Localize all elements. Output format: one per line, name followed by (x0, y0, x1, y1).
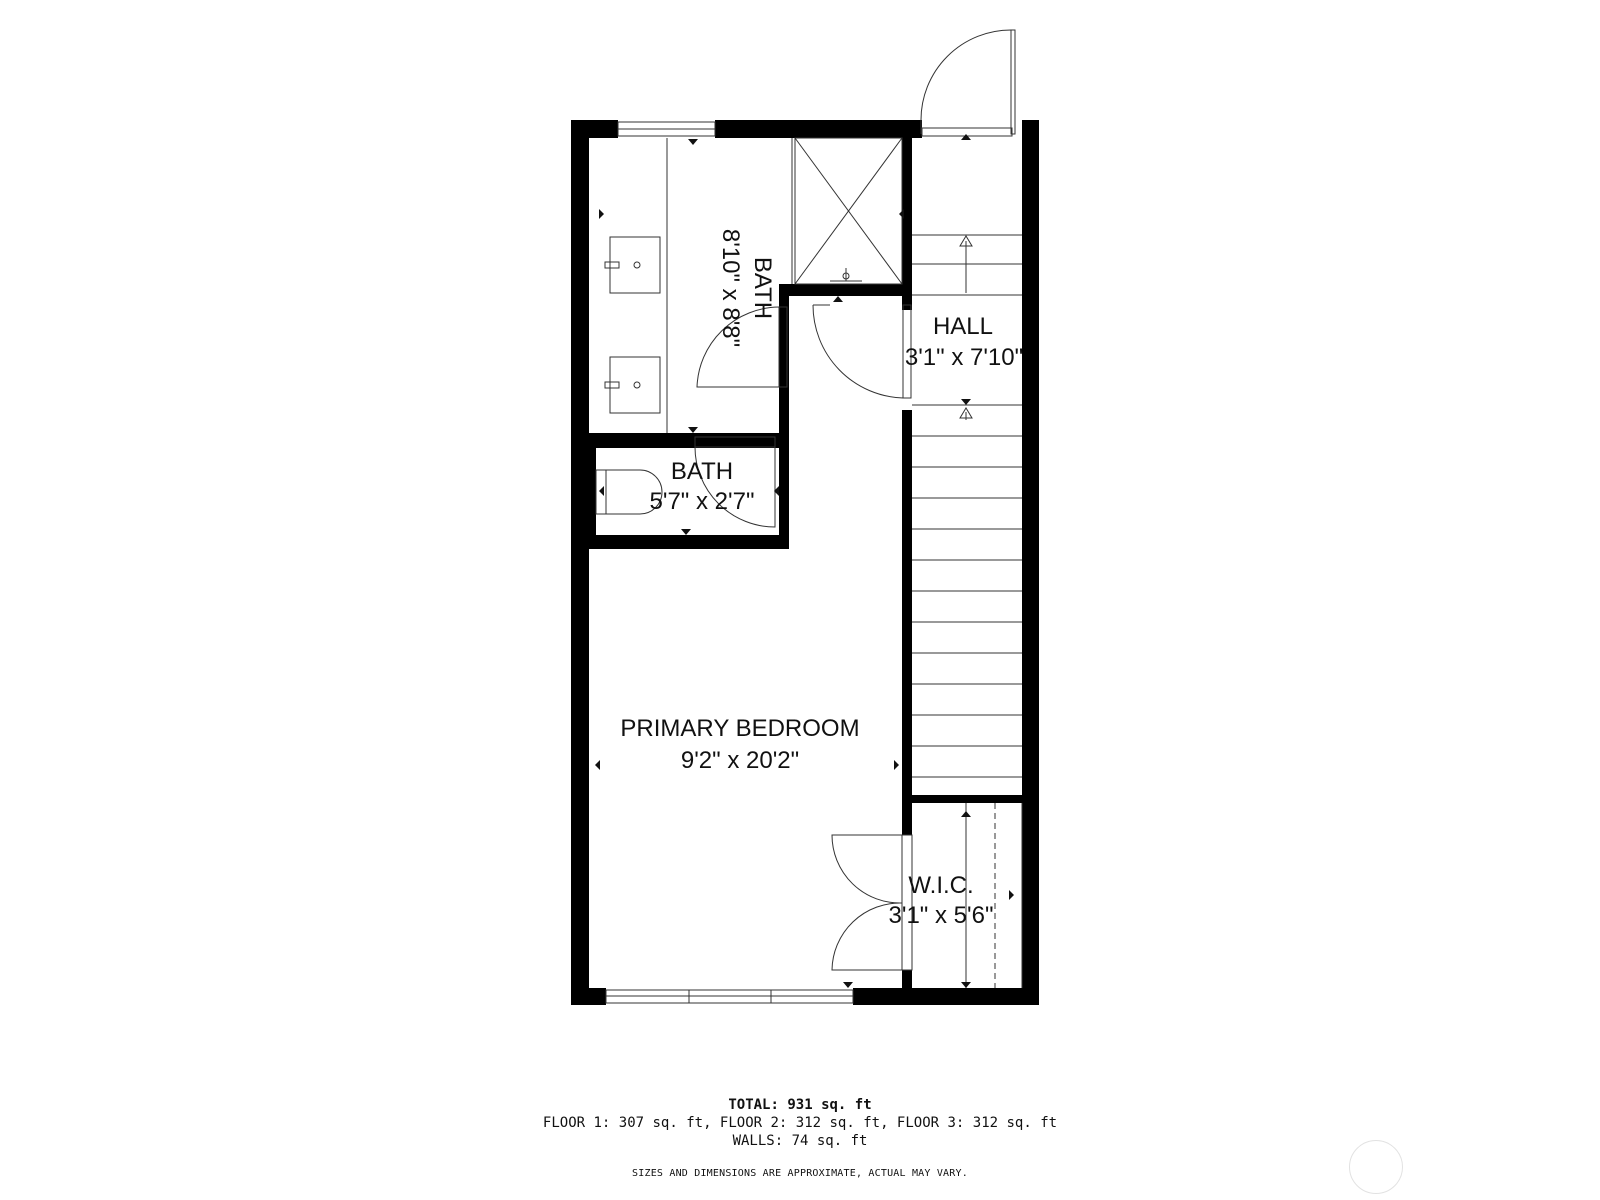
doors (694, 29, 1016, 971)
total-label: TOTAL: (728, 1097, 779, 1113)
hall-name: HALL (933, 313, 993, 340)
total-value: 931 sq. ft (787, 1097, 872, 1113)
wic-name: W.I.C. (908, 872, 973, 899)
wall-area: WALLS: 74 sq. ft (732, 1133, 868, 1149)
windows (605, 121, 854, 1004)
walls (571, 120, 1039, 1005)
total-area: TOTAL: 931 sq. ft (0, 1097, 1600, 1113)
primary-bedroom-dims: 9'2" x 20'2" (681, 747, 799, 774)
room-label-bath-main: BATH 8'10" x 8'8" (717, 229, 776, 347)
primary-bedroom-name: PRIMARY BEDROOM (620, 715, 859, 742)
watermark-logo-icon (1349, 1140, 1403, 1194)
bath-main-dims: 8'10" x 8'8" (717, 229, 744, 347)
dimension-markers (595, 134, 1014, 988)
hall-dims: 3'1" x 7'10" (905, 344, 1023, 371)
floor-areas: FLOOR 1: 307 sq. ft, FLOOR 2: 312 sq. ft… (542, 1115, 1058, 1131)
disclaimer: SIZES AND DIMENSIONS ARE APPROXIMATE, AC… (632, 1168, 968, 1179)
wic-dims: 3'1" x 5'6" (889, 902, 994, 929)
bath-small-name: BATH (671, 458, 733, 485)
fixtures (595, 127, 1023, 988)
bath-main-name: BATH (749, 257, 776, 319)
bath-small-dims: 5'7" x 2'7" (650, 488, 755, 515)
